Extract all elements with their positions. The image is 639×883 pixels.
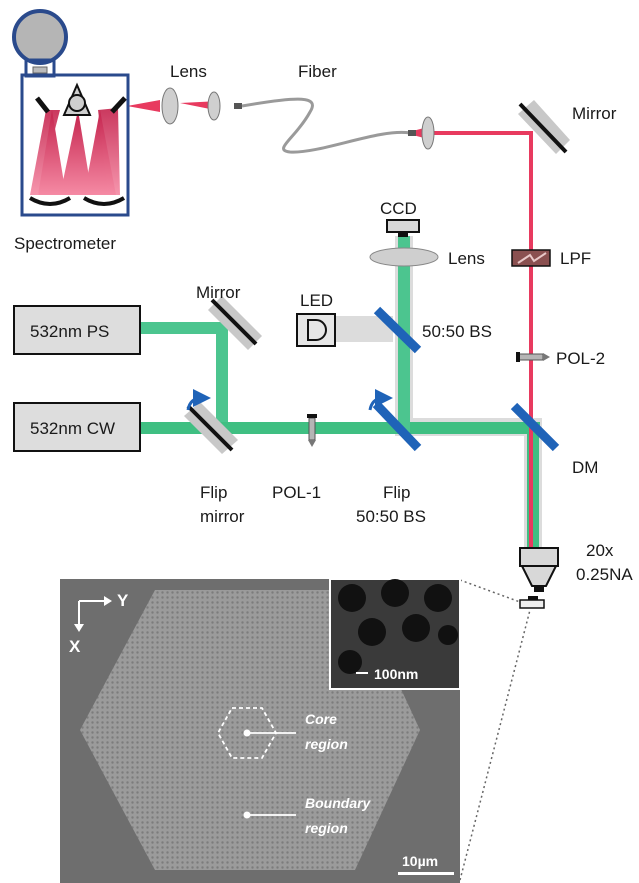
led-label: LED (300, 291, 333, 310)
axes-indicator (74, 596, 112, 632)
led-source (296, 313, 336, 347)
fiber-coupling-optics (161, 87, 435, 154)
lens-ccd-label: Lens (448, 249, 485, 268)
laser-cw (13, 402, 141, 452)
ccd-label: CCD (380, 199, 417, 218)
flip-mirror (184, 389, 238, 454)
pol1-label: POL-1 (272, 483, 321, 502)
lpf-label: LPF (560, 249, 591, 268)
fiber-label: Fiber (298, 62, 337, 81)
flip-mirror-label-1: Flip (200, 483, 227, 502)
flip-beam-splitter (368, 389, 422, 452)
laser-ps (13, 305, 141, 355)
axis-x-label: X (69, 637, 81, 656)
lens-top-label: Lens (170, 62, 207, 81)
mirror-left-label: Mirror (196, 283, 241, 302)
laser-cw-label: 532nm CW (30, 419, 115, 438)
laser-ps-label: 532nm PS (30, 322, 109, 341)
sem-image: 100nm Y X Core region Boundary region 10… (60, 578, 461, 883)
axis-y-label: Y (117, 591, 129, 610)
pol2-label: POL-2 (556, 349, 605, 368)
flip-bs-label-2: 50:50 BS (356, 507, 426, 526)
ccd-camera (386, 219, 420, 237)
beam-splitter-5050 (373, 306, 422, 354)
spectrometer (12, 9, 130, 217)
polarizer-2 (516, 352, 550, 362)
lens-ccd (369, 247, 439, 267)
long-pass-filter (511, 249, 551, 267)
mirror-top (518, 100, 570, 154)
objective-label-2: 0.25NA (576, 565, 633, 584)
spectrometer-label: Spectrometer (14, 234, 116, 253)
polarizer-1 (307, 414, 317, 447)
flip-bs-label-1: Flip (383, 483, 410, 502)
objective-lens (519, 547, 559, 609)
inset-scale-label: 100nm (374, 666, 418, 682)
flip-mirror-label-2: mirror (200, 507, 245, 526)
core-label-1: Core (305, 711, 337, 727)
mirror-top-label: Mirror (572, 104, 617, 123)
dm-label: DM (572, 458, 598, 477)
boundary-label-1: Boundary (305, 795, 372, 811)
white-beam (335, 236, 542, 548)
mirror-left (208, 296, 262, 350)
bs-5050-label: 50:50 BS (422, 322, 492, 341)
dichroic-mirror (510, 402, 560, 452)
core-label-2: region (305, 736, 348, 752)
boundary-label-2: region (305, 820, 348, 836)
objective-label-1: 20x (586, 541, 614, 560)
core-region-outline (216, 707, 278, 759)
scale-label: 10µm (402, 853, 438, 869)
zoom-lines (459, 579, 531, 881)
